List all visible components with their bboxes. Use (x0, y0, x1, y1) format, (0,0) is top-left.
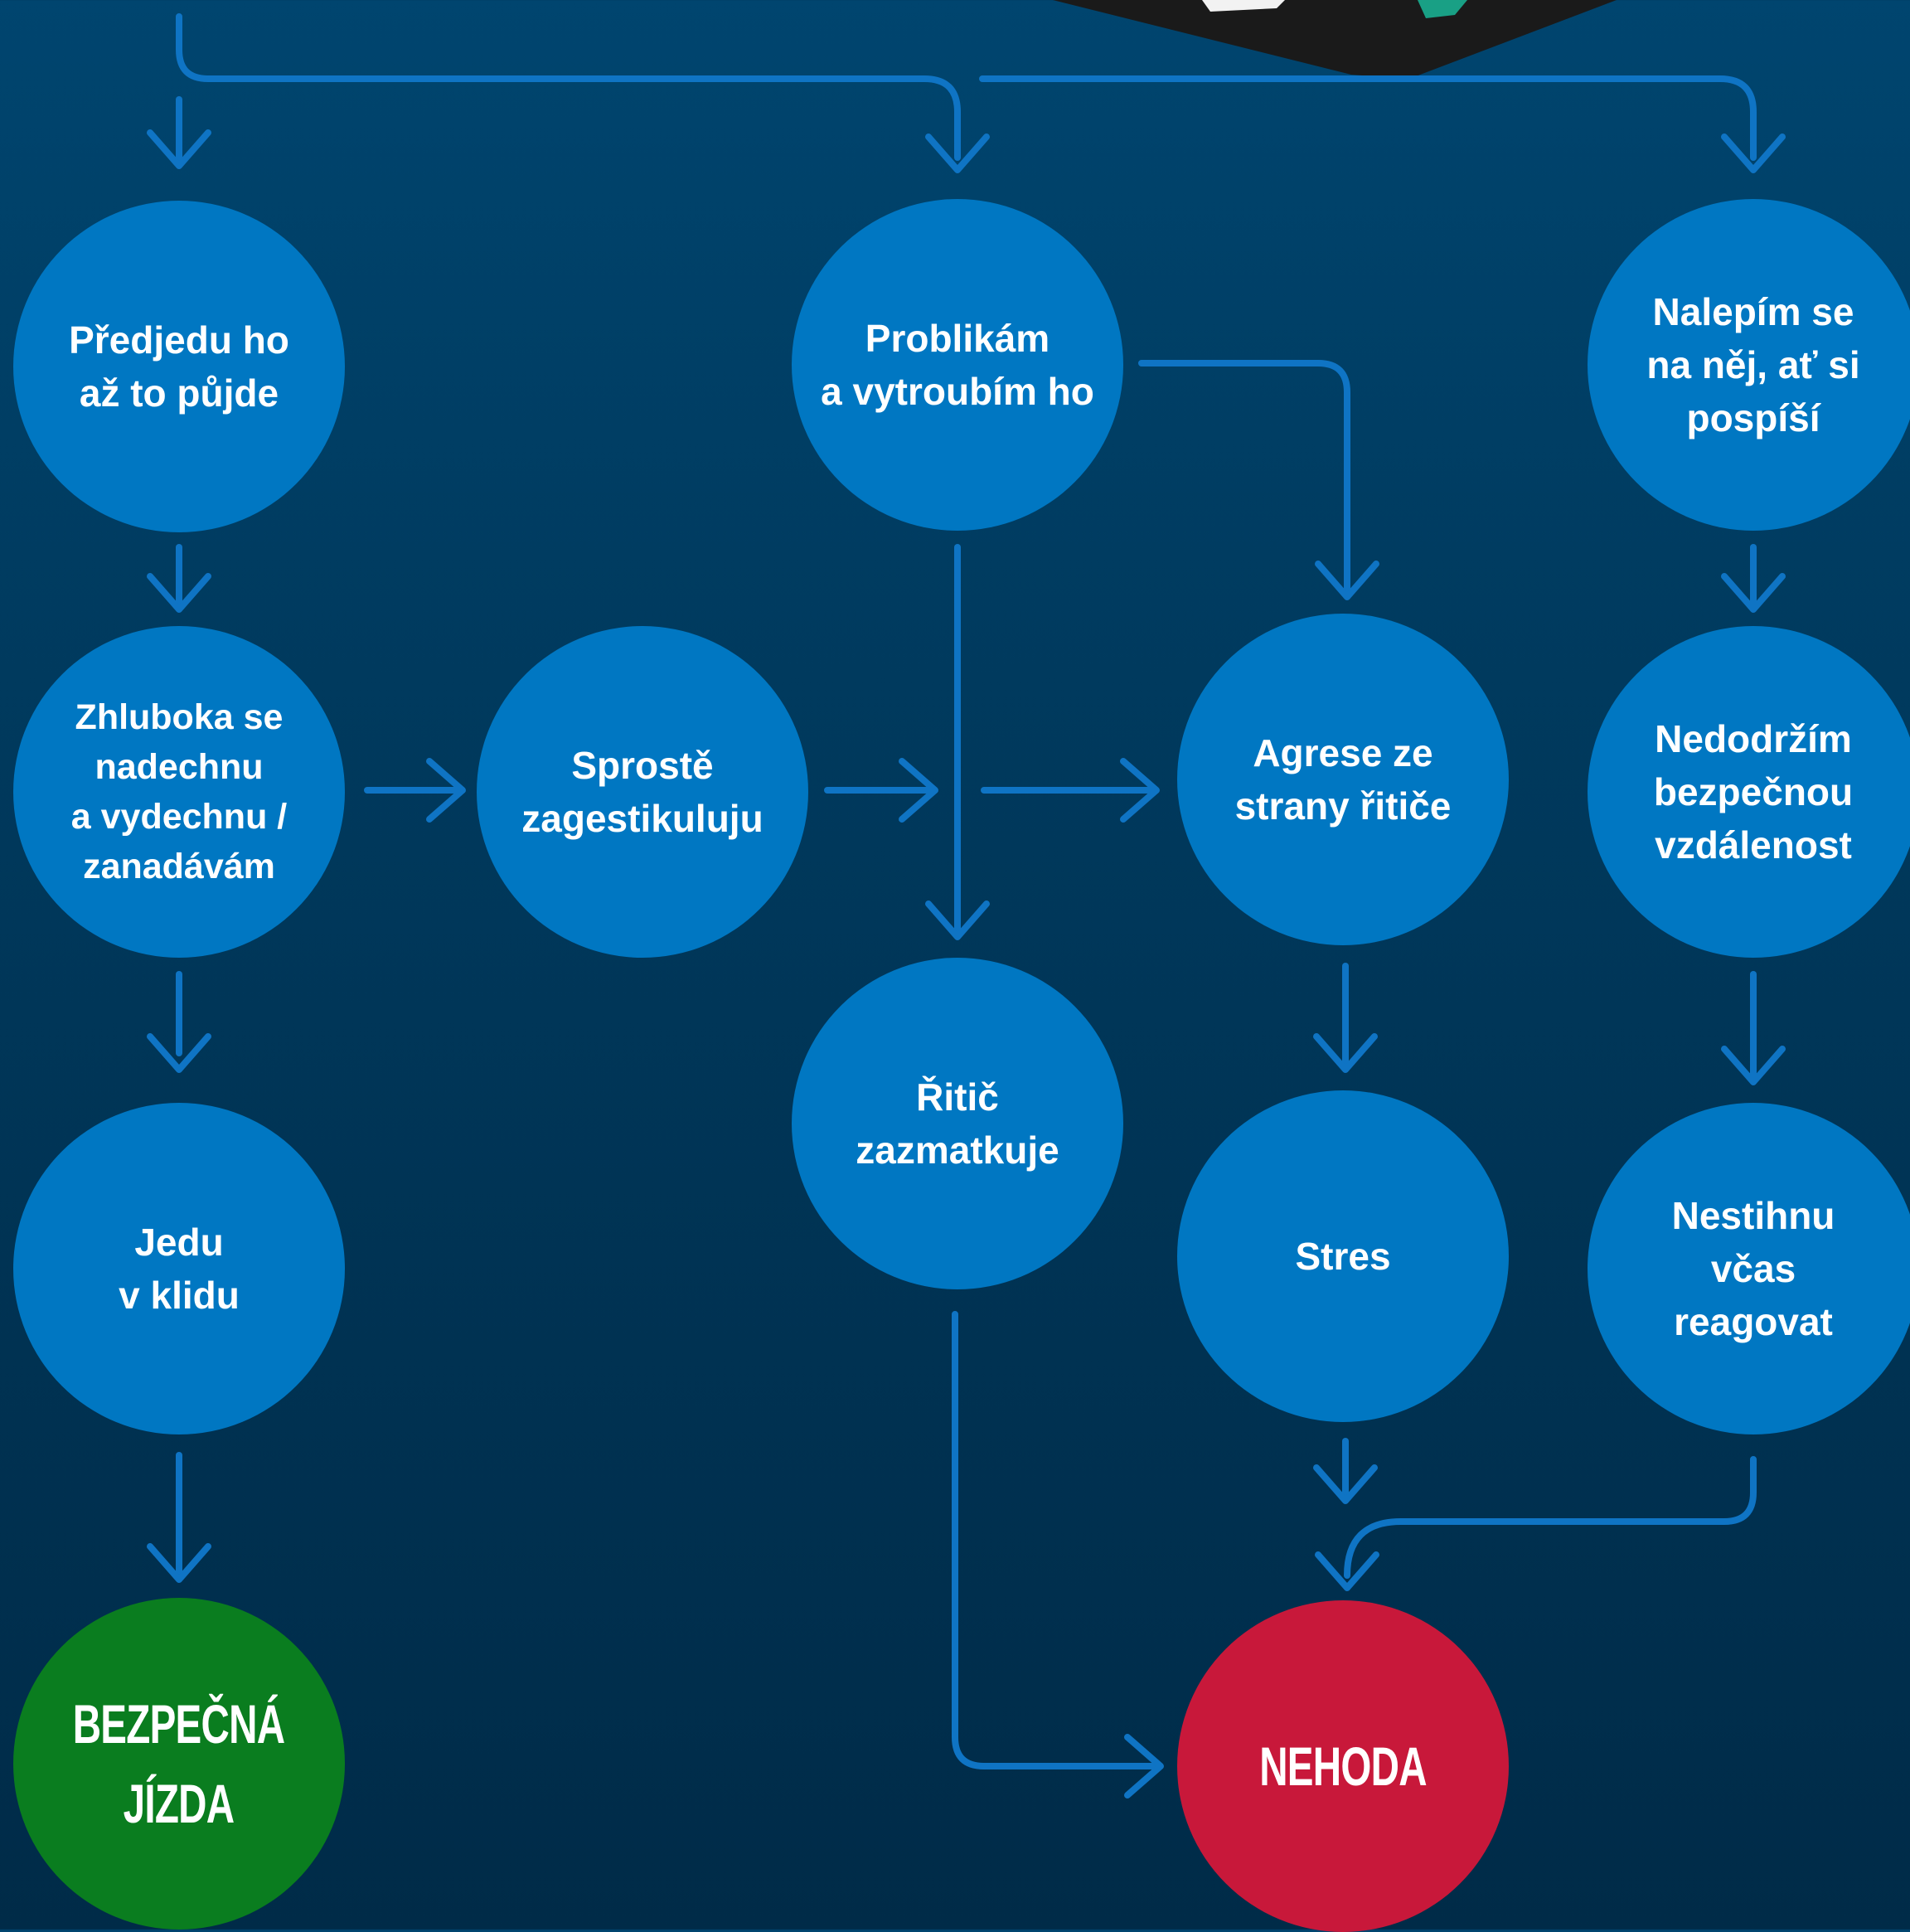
arrowhead-problikam (925, 133, 990, 173)
arrowhead-stres-nehoda (1313, 1464, 1378, 1504)
arrowhead-sproste (426, 758, 466, 823)
node-zhluboka: Zhluboka se nadechnu a vydechnu / zanadá… (13, 626, 345, 958)
node-nehoda: NEHODA (1177, 1600, 1509, 1932)
node-stres: Stres (1177, 1090, 1509, 1422)
node-agrese: Agrese ze strany řitiče (1177, 614, 1509, 945)
node-bezpecna-jizda: BEZPEČNÁ JÍZDA (13, 1598, 345, 1930)
connector-nestihnu-nehoda (1344, 1456, 1757, 1579)
connector-top-left (176, 13, 961, 161)
arrowhead-nehoda-left (1124, 1734, 1164, 1799)
arrowhead-nehoda-right (1315, 1551, 1379, 1591)
arrowhead-nedodrzim (1721, 573, 1786, 613)
connector-top-right (979, 75, 1757, 161)
connector-ritic-nehoda (952, 1311, 1160, 1769)
arrowhead-stres (1313, 1033, 1378, 1073)
arrowhead-agrese-left (1120, 758, 1160, 823)
arrowhead-zhluboka (147, 573, 211, 613)
bezpecna-jizda-label: BEZPEČNÁ JÍZDA (73, 1693, 285, 1834)
arrowhead-nestihnu (1721, 1046, 1786, 1085)
arrowhead-jedu (147, 1033, 211, 1073)
node-predjedu: Předjedu ho až to půjde (13, 201, 345, 532)
arrowhead-predjedu (147, 129, 211, 169)
arrowhead-bezpecna (147, 1543, 211, 1583)
arrowhead-ritic (925, 900, 990, 940)
arrowhead-nalepim (1721, 133, 1786, 173)
connector-problikam-agrese (1138, 360, 1350, 596)
node-nestihnu: Nestihnu včas reagovat (1588, 1103, 1910, 1434)
top-illustration-fragment (1053, 0, 1617, 79)
node-sproste: Sprostě zagestikuluju (477, 626, 808, 958)
node-nalepim: Nalepím se na něj, ať si pospíší (1588, 199, 1910, 531)
arrowhead-sproste-right (899, 758, 938, 823)
nehoda-label: NEHODA (1259, 1735, 1427, 1797)
node-ritic: Řitič zazmatkuje (792, 958, 1123, 1289)
arrowhead-agrese (1315, 561, 1379, 600)
node-problikam: Problikám a vytroubím ho (792, 199, 1123, 531)
node-nedodrzim: Nedodržím bezpečnou vzdálenost (1588, 626, 1910, 958)
node-jedu: Jedu v klidu (13, 1103, 345, 1434)
